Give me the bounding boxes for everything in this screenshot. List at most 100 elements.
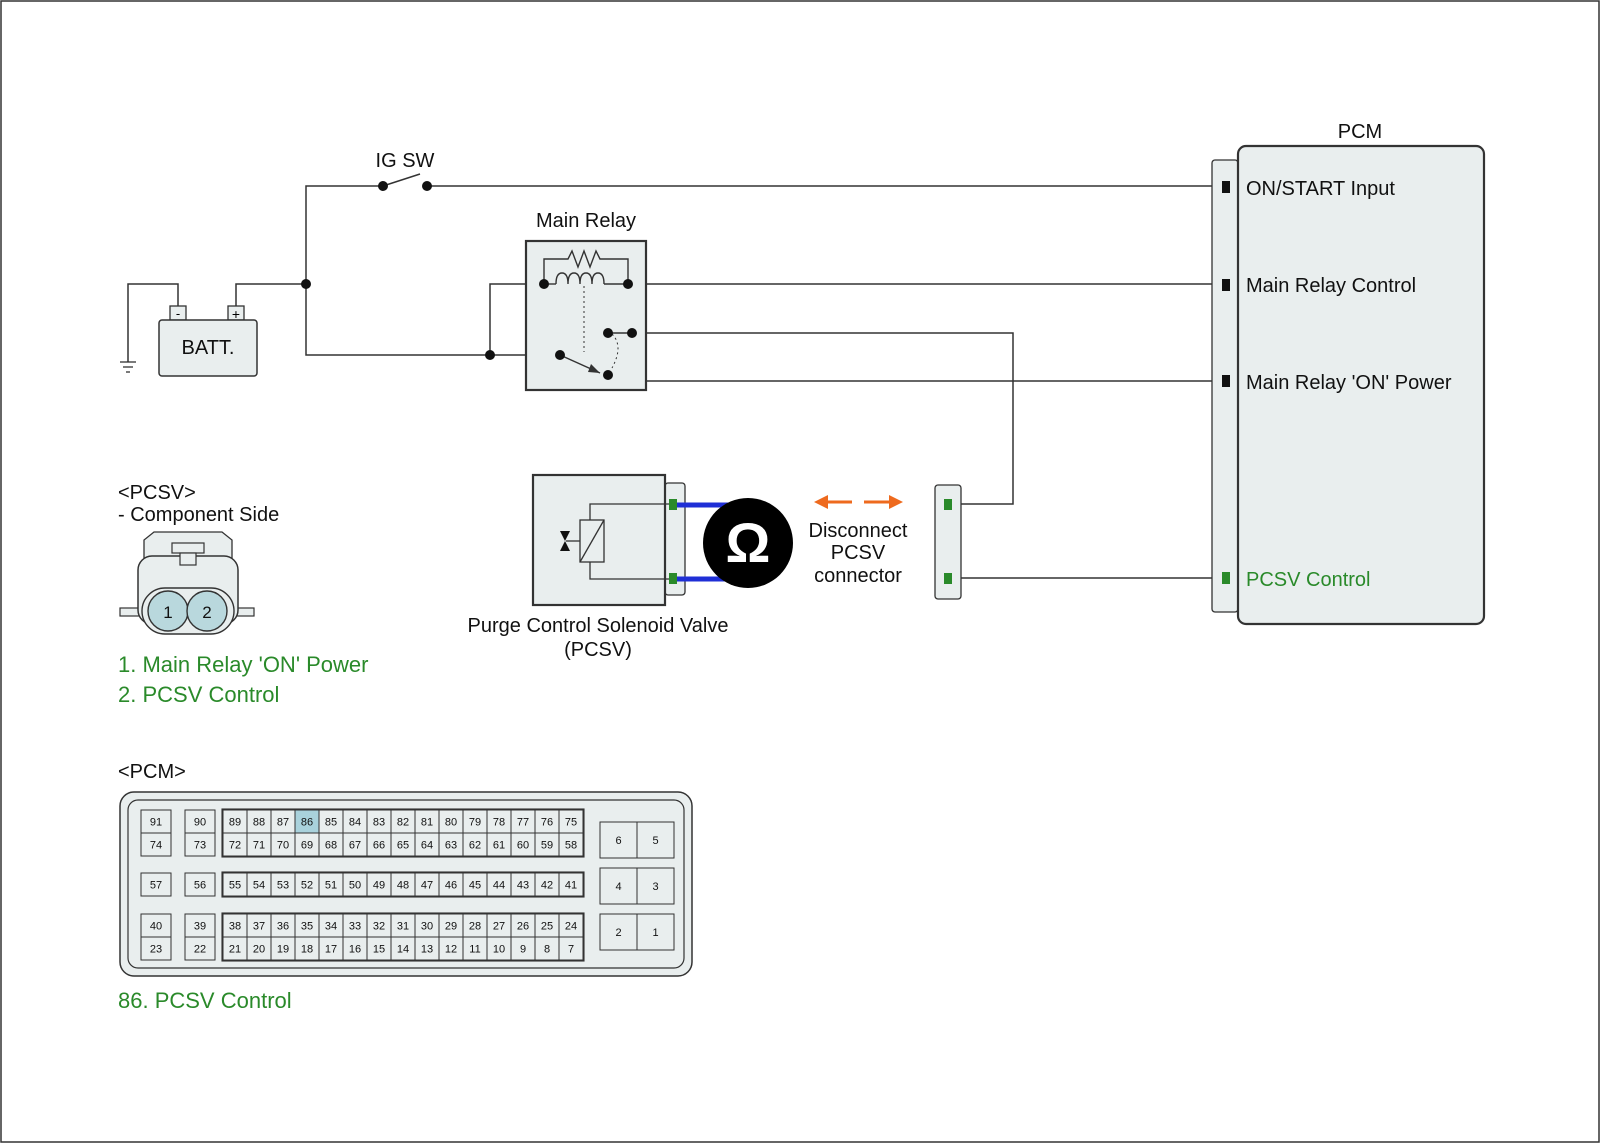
- pcm-pin-number: 42: [541, 880, 553, 892]
- pcm-pin-number: 5: [652, 835, 658, 847]
- pcm-pin-cell: [140, 936, 172, 961]
- pcm-pin-number: 22: [194, 944, 206, 956]
- pcm-pin-number: 49: [373, 880, 385, 892]
- pcm-pin-number: 13: [421, 944, 433, 956]
- pcm-pin-number: 58: [565, 840, 577, 852]
- pcm-pin-number: 10: [493, 944, 505, 956]
- pcm-pin-number: 76: [541, 817, 553, 829]
- pcsv-connector-title: <PCSV>: [118, 482, 196, 504]
- disconnect-label-line3: connector: [814, 565, 902, 587]
- pcm-pin-cell: [184, 936, 216, 961]
- pcm-pin-number: 28: [469, 921, 481, 933]
- pcm-pin-number: 30: [421, 921, 433, 933]
- battery-label: BATT.: [182, 337, 235, 359]
- pcm-pin-number: 81: [421, 817, 433, 829]
- pcm-pin-number: 15: [373, 944, 385, 956]
- ohm-symbol: Ω: [726, 511, 771, 574]
- pcm-pin-number: 88: [253, 817, 265, 829]
- pcm-pin-cell: [558, 872, 584, 897]
- pcm-pin-number: 2: [615, 927, 621, 939]
- pcm-pin-number: 85: [325, 817, 337, 829]
- pcm-pin-cell: [558, 832, 584, 857]
- pcm-pin-number: 84: [349, 817, 361, 829]
- pcm-pin-number: 27: [493, 921, 505, 933]
- pcm-pin-on-start: [1222, 181, 1230, 193]
- pcm-pin-number: 34: [325, 921, 337, 933]
- battery: - + BATT.: [158, 305, 258, 377]
- pcm-pin-number: 41: [565, 880, 577, 892]
- pcm-pin-number: 67: [349, 840, 361, 852]
- pcm-pin-number: 72: [229, 840, 241, 852]
- pcsv-connector-view: <PCSV> - Component Side 1 2 1. Main Rela…: [118, 482, 369, 707]
- disconnect-arrows: [814, 495, 903, 509]
- pcsv-pin-1-label: 1: [163, 603, 172, 622]
- main-relay-label: Main Relay: [536, 210, 636, 232]
- pcm-pin-number: 39: [194, 921, 206, 933]
- pcm-pin-number: 87: [277, 817, 289, 829]
- pcm-pin-number: 18: [301, 944, 313, 956]
- pcm-pin-number: 63: [445, 840, 457, 852]
- pcm-pin-number: 70: [277, 840, 289, 852]
- pcm-pin-number: 44: [493, 880, 505, 892]
- pcm-pin-number: 26: [517, 921, 529, 933]
- pcm-pin-number: 19: [277, 944, 289, 956]
- pcm-pin-number: 46: [445, 880, 457, 892]
- pcm-pin-number: 71: [253, 840, 265, 852]
- pcsv-legend-1: 1. Main Relay 'ON' Power: [118, 652, 369, 677]
- pcm-pin-number: 78: [493, 817, 505, 829]
- pcm-pin-number: 50: [349, 880, 361, 892]
- pcsv-connector-subtitle: - Component Side: [118, 504, 279, 526]
- battery-positive-wire: [235, 283, 306, 314]
- junction-dot: [301, 279, 311, 289]
- pcm-pin-cell: [140, 872, 172, 897]
- pcm-pin-number: 9: [520, 944, 526, 956]
- pcm-pin-cell: [140, 832, 172, 857]
- pcm-pin-number: 38: [229, 921, 241, 933]
- pcm-pin-number: 60: [517, 840, 529, 852]
- pcm-pin-number: 73: [194, 840, 206, 852]
- pcm-pin-number: 17: [325, 944, 337, 956]
- pcm-pin-number: 24: [565, 921, 577, 933]
- pcm-pin-cell: [636, 913, 675, 951]
- pcm-pin-number: 62: [469, 840, 481, 852]
- pcm-pin-number: 36: [277, 921, 289, 933]
- pcm-pin-number: 43: [517, 880, 529, 892]
- pcm-pin-number: 25: [541, 921, 553, 933]
- pcm-pin-pcsv-control: [1222, 572, 1230, 584]
- pcm-pin-number: 57: [150, 880, 162, 892]
- pcm-pin-number: 79: [469, 817, 481, 829]
- pcm-connector-title: <PCM>: [118, 761, 186, 783]
- pcm-pin-number: 40: [150, 921, 162, 933]
- pcm-pin-number: 91: [150, 817, 162, 829]
- battery-negative-terminal: -: [176, 306, 180, 321]
- pcm-pin-main-relay-control: [1222, 279, 1230, 291]
- harness-connector: [934, 484, 962, 600]
- ground-wire: [127, 283, 179, 362]
- pcm-pin-number: 55: [229, 880, 241, 892]
- pcm-pin-number: 45: [469, 880, 481, 892]
- pcm-pin-number: 35: [301, 921, 313, 933]
- pcm-pin-label-pcsv-control: PCSV Control: [1246, 569, 1371, 591]
- pcm-pin-number: 65: [397, 840, 409, 852]
- pcm-pin-number: 12: [445, 944, 457, 956]
- ground-symbol: [120, 361, 136, 373]
- pcm-pin-number: 20: [253, 944, 265, 956]
- ig-feed-wire: [305, 185, 383, 284]
- ohmmeter: Ω: [677, 498, 793, 588]
- pcm-pin-cell: [599, 913, 638, 951]
- pcm-pin-number: 33: [349, 921, 361, 933]
- pcm-pin-number: 37: [253, 921, 265, 933]
- pcm-pin-cell: [636, 867, 675, 905]
- pcm-title: PCM: [1338, 121, 1382, 143]
- pcm-pin-cell: [184, 832, 216, 857]
- disconnect-label-line2: PCSV: [831, 542, 886, 564]
- pcm-pin-number: 83: [373, 817, 385, 829]
- pcm-pin-number: 51: [325, 880, 337, 892]
- pcm-pin-cell: [558, 936, 584, 961]
- main-relay: Main Relay: [524, 210, 648, 392]
- pcm-pin-number: 11: [469, 944, 480, 956]
- pcm-pin-number: 16: [349, 944, 361, 956]
- pcm-pin-cell: [599, 867, 638, 905]
